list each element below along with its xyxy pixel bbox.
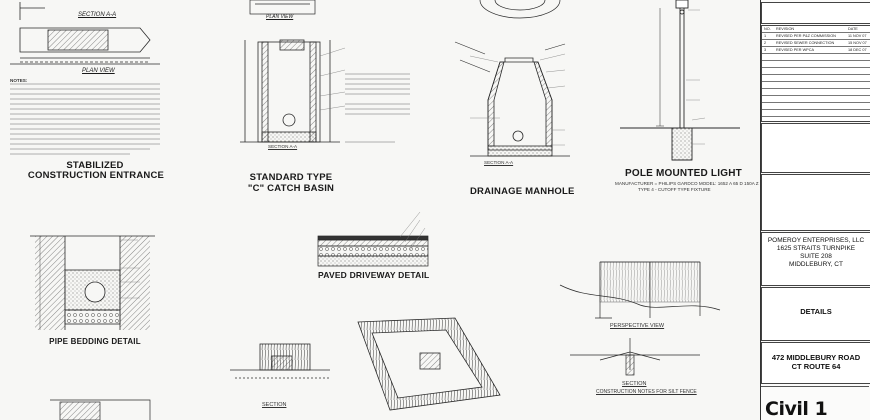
section-aa-label-entrance: SECTION A-A	[78, 12, 117, 18]
rev-no: 1	[764, 34, 767, 38]
catch-basin-detail	[240, 39, 346, 143]
leader-lines	[454, 41, 566, 73]
plan-view-stub	[249, 0, 316, 15]
revision-row-empty	[762, 61, 870, 68]
silt-section-label: SECTION	[622, 381, 647, 387]
company-street: 1625 STRAITS TURNPIKE	[776, 245, 856, 252]
rev-desc: REVISED PER WPCA	[776, 48, 814, 52]
revision-row-empty	[762, 103, 870, 110]
manhole-section-label: SECTION A-A	[484, 160, 514, 165]
seal-box	[761, 174, 870, 231]
rev-no: 2	[764, 41, 767, 45]
stabilized-title-line-2: CONSTRUCTION ENTRANCE	[27, 170, 165, 181]
owner-box: POMEROY ENTERPRISES, LLC 1625 STRAITS TU…	[761, 232, 870, 286]
perspective-view-label: PERSPECTIVE VIEW	[610, 323, 665, 329]
plan-view-label: PLAN VIEW	[82, 68, 115, 74]
manhole-plan-arc	[479, 0, 561, 19]
rev-desc: REVISED SEWER CONNECTION	[776, 41, 835, 45]
rev-date: 15 NOV 07	[848, 41, 867, 45]
revision-row-empty	[762, 96, 870, 103]
civil1-logo: Civil 1	[765, 398, 828, 420]
company-name: POMEROY ENTERPRISES, LLC	[767, 237, 865, 244]
project-box: 472 MIDDLEBURY ROAD CT ROUTE 64	[761, 342, 870, 384]
title-block: NO. REVISION DATE 1 REVISED PER P&Z COMM…	[760, 0, 870, 420]
catch-basin-title-line-2: "C" CATCH BASIN	[247, 183, 335, 194]
title-block-header-box	[761, 2, 870, 24]
revision-row: 1 REVISED PER P&Z COMMISSION 11 NOV 07	[762, 33, 870, 40]
rev-col-date: DATE	[848, 27, 858, 31]
rev-desc: REVISED PER P&Z COMMISSION	[776, 34, 836, 38]
company-suite: SUITE 208	[800, 253, 832, 260]
revision-row: 2 REVISED SEWER CONNECTION 15 NOV 07	[762, 40, 870, 47]
revision-header-row: NO. REVISION DATE	[762, 26, 870, 33]
notes-heading: NOTES:	[10, 78, 28, 83]
revision-row-empty	[762, 110, 870, 117]
revision-row: 3 REVISED PER WPCA 18 DEC 07	[762, 47, 870, 54]
rev-col-desc: REVISION	[776, 27, 795, 31]
paved-driveway-detail	[317, 211, 429, 267]
revision-row-empty	[762, 89, 870, 96]
revision-row-empty	[762, 68, 870, 75]
stamp-box	[761, 123, 870, 173]
project-address: 472 MIDDLEBURY ROAD	[771, 353, 861, 362]
catch-basin-section-label: SECTION A-A	[268, 144, 298, 149]
title-block-divider	[761, 386, 869, 387]
company-city: MIDDLEBURY, CT	[789, 261, 843, 268]
plan-view-label-cb: PLAN VIEW	[266, 14, 294, 20]
paved-driveway-title: PAVED DRIVEWAY DETAIL	[318, 270, 430, 280]
manhole-title: DRAINAGE MANHOLE	[470, 186, 575, 197]
curb-detail-fragment	[50, 399, 151, 420]
project-route: CT ROUTE 64	[791, 362, 841, 371]
detail-linework	[10, 0, 740, 420]
pipe-bedding-title: PIPE BEDDING DETAIL	[49, 337, 141, 346]
revision-table: NO. REVISION DATE 1 REVISED PER P&Z COMM…	[761, 25, 870, 122]
drainage-manhole-detail	[469, 53, 570, 157]
inlet-protection-detail	[230, 317, 501, 411]
catch-basin-title-line-1: STANDARD TYPE	[249, 172, 333, 183]
silt-fence-notes-title: CONSTRUCTION NOTES FOR SILT FENCE	[596, 389, 697, 395]
revision-row-empty	[762, 54, 870, 61]
revision-row-empty	[762, 75, 870, 82]
pipe-bedding-detail	[30, 235, 155, 330]
stabilized-title-line-1: STABILIZED	[66, 160, 124, 171]
pole-light-type: TYPE 4 - CUTOFF TYPE FIXTURE	[638, 187, 711, 192]
sheet-title-box: DETAILS	[761, 287, 870, 341]
pole-light-title: POLE MOUNTED LIGHT	[625, 168, 742, 179]
pole-light-manufacturer: MANUFACTURER = PHILIPS GARDCO MODEL: 165…	[615, 181, 759, 186]
rev-no: 3	[764, 48, 767, 52]
bales-section-label: SECTION	[262, 402, 287, 408]
rev-date: 18 DEC 07	[848, 48, 867, 52]
revision-row-empty	[762, 82, 870, 89]
catch-basin-notes	[345, 73, 410, 143]
sheet-title: DETAILS	[800, 307, 832, 316]
pole-mounted-light-detail	[620, 0, 740, 161]
construction-entrance-detail	[10, 2, 160, 155]
rev-date: 11 NOV 07	[848, 34, 867, 38]
silt-fence-detail	[559, 261, 721, 376]
rev-col-no: NO.	[764, 27, 771, 31]
